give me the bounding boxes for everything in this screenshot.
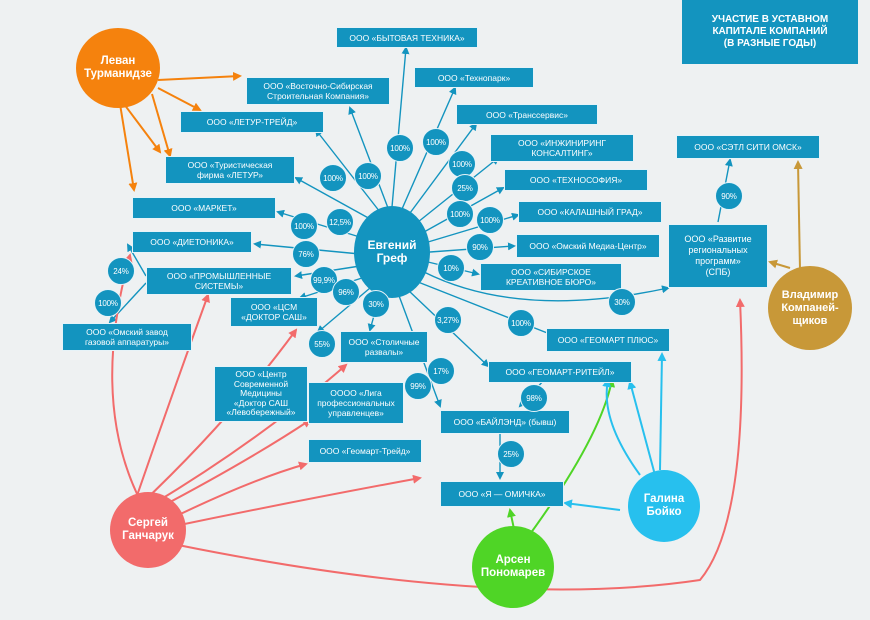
- share-kalashny: 100%: [476, 206, 504, 234]
- share-stolichnye: 30%: [362, 290, 390, 318]
- diagram-title: УЧАСТИЕ В УСТАВНОМ КАПИТАЛЕ КОМПАНИЙ (В …: [682, 0, 858, 64]
- share-liga: 99%: [404, 372, 432, 400]
- company-technosofia[interactable]: ООО «ТЕХНОСОФИЯ»: [504, 169, 648, 191]
- share-razvitie: 30%: [608, 288, 636, 316]
- person-levan[interactable]: Леван Турманидзе: [76, 28, 160, 108]
- share-sibirskoe: 10%: [437, 254, 465, 282]
- person-vladimir[interactable]: Владимир Компаней- щиков: [768, 266, 852, 350]
- person-sergey[interactable]: Сергей Ганчарук: [110, 492, 186, 568]
- share-bytovaya: 100%: [386, 134, 414, 162]
- company-inzhiniring-konsalting[interactable]: ООО «ИНЖИНИРИНГ КОНСАЛТИНГ»: [490, 134, 634, 162]
- company-csm-doktor-sash[interactable]: ООО «ЦСМ «ДОКТОР САШ»: [230, 297, 318, 327]
- share-technopark: 100%: [422, 128, 450, 156]
- share-centr: 55%: [308, 330, 336, 358]
- share-transservis: 100%: [448, 150, 476, 178]
- company-turfirma-letur[interactable]: ООО «Туристическая фирма «ЛЕТУР»: [165, 156, 295, 184]
- company-ya-omichka[interactable]: ООО «Я — ОМИЧКА»: [440, 481, 564, 507]
- share-turfirma: 100%: [290, 212, 318, 240]
- company-market[interactable]: ООО «МАРКЕТ»: [132, 197, 276, 219]
- share-omichka: 25%: [497, 440, 525, 468]
- share-geomart-plus: 100%: [507, 309, 535, 337]
- company-technopark[interactable]: ООО «Технопарк»: [414, 67, 534, 88]
- share-zavod: 100%: [94, 289, 122, 317]
- company-sibirskoe-kreativnoe-buro[interactable]: ООО «СИБИРСКОЕ КРЕАТИВНОЕ БЮРО»: [480, 263, 622, 291]
- company-liga-upravlencev[interactable]: ОООО «Лига профессиональных управленцев»: [308, 382, 404, 424]
- share-inzhiniring: 25%: [451, 174, 479, 202]
- company-promyshlennye-sistemy[interactable]: ООО «ПРОМЫШЛЕННЫЕ СИСТЕМЫ»: [146, 267, 292, 295]
- company-setl-siti-omsk[interactable]: ООО «СЭТЛ СИТИ ОМСК»: [676, 135, 820, 159]
- share-geomart-reteil-bailend: 98%: [520, 384, 548, 412]
- company-razvitie-reg-programm[interactable]: ООО «Развитие региональных программ» (СП…: [668, 224, 768, 288]
- company-geomart-reteil[interactable]: ООО «ГЕОМАРТ-РИТЕЙЛ»: [488, 361, 632, 383]
- company-transservis[interactable]: ООО «Транссервис»: [456, 104, 598, 125]
- share-vostochno: 100%: [354, 162, 382, 190]
- company-centr-sovr-mediciny[interactable]: ООО «Центр Современной Медицины «Доктор …: [214, 366, 308, 422]
- company-bytovaya-tehnika[interactable]: ООО «БЫТОВАЯ ТЕХНИКА»: [336, 27, 478, 48]
- company-omsk-media-centr[interactable]: ООО «Омский Медиа-Центр»: [516, 234, 660, 258]
- company-omsk-zavod[interactable]: ООО «Омский завод газовой аппаратуры»: [62, 323, 192, 351]
- person-gref[interactable]: Евгений Греф: [354, 206, 430, 298]
- share-bailend: 3,27%: [434, 306, 462, 334]
- share-setl: 90%: [715, 182, 743, 210]
- share-dietonika: 76%: [292, 240, 320, 268]
- company-letur-treid[interactable]: ООО «ЛЕТУР-ТРЕЙД»: [180, 111, 324, 133]
- share-geomart-reteil: 17%: [427, 357, 455, 385]
- company-kalashny-grad[interactable]: ООО «КАЛАШНЫЙ ГРАД»: [518, 201, 662, 223]
- company-stolichnye-razvaly[interactable]: ООО «Столичные развалы»: [340, 331, 428, 363]
- company-bailend[interactable]: ООО «БАЙЛЭНД» (бывш): [440, 410, 570, 434]
- share-letur-treid: 100%: [319, 164, 347, 192]
- share-media: 90%: [466, 233, 494, 261]
- company-geomart-plus[interactable]: ООО «ГЕОМАРТ ПЛЮС»: [546, 328, 670, 352]
- person-arsen[interactable]: Арсен Пономарев: [472, 526, 554, 608]
- share-dietonika-prom: 24%: [107, 257, 135, 285]
- share-csm: 96%: [332, 278, 360, 306]
- company-dietonika[interactable]: ООО «ДИЕТОНИКА»: [132, 231, 252, 253]
- share-market: 12,5%: [326, 208, 354, 236]
- person-galina[interactable]: Галина Бойко: [628, 470, 700, 542]
- share-technosofia: 100%: [446, 200, 474, 228]
- company-vostochno-sibirskaya[interactable]: ООО «Восточно-Сибирская Строительная Ком…: [246, 77, 390, 105]
- company-geomart-treid[interactable]: ООО «Геомарт-Трейд»: [308, 439, 422, 463]
